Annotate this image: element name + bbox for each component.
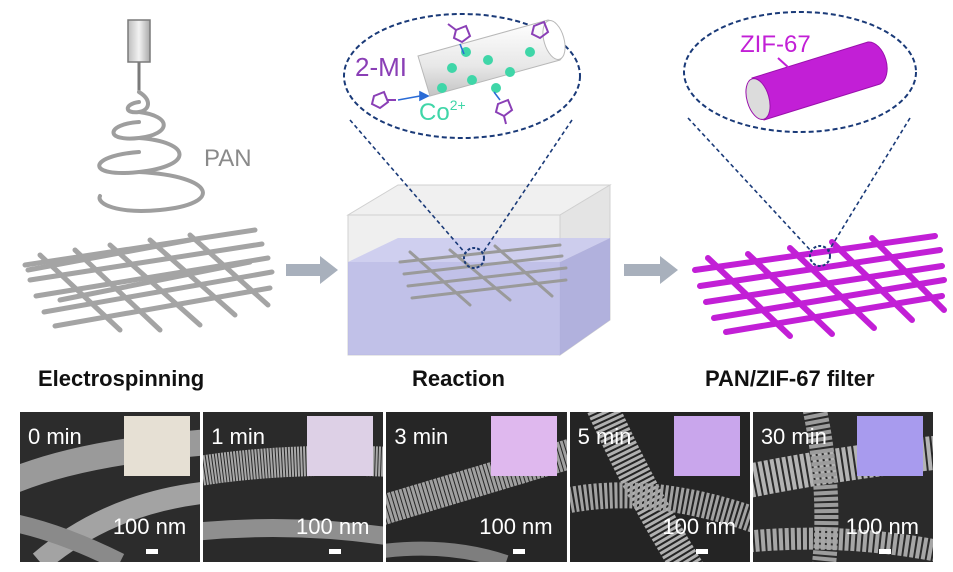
pan-fiber-mat bbox=[22, 227, 275, 333]
filter-zoom-target-circle bbox=[809, 245, 831, 267]
scale-bar bbox=[512, 549, 525, 554]
scale-bar bbox=[146, 549, 159, 554]
filter-scene: ZIF-67 bbox=[683, 11, 947, 339]
pan-label: PAN bbox=[204, 145, 252, 172]
zoom-target-circle bbox=[463, 247, 485, 269]
process-arrow-2 bbox=[624, 256, 678, 284]
zif-pointer-line bbox=[777, 57, 801, 79]
zif-coated-fiber-icon bbox=[745, 41, 888, 121]
reaction-scene: 2-MI Co2+ bbox=[343, 13, 612, 356]
co-ion-label: Co2+ bbox=[419, 97, 466, 126]
mi-label: 2-MI bbox=[355, 52, 407, 82]
color-swatch bbox=[673, 416, 740, 476]
zif-fiber-mat bbox=[692, 233, 947, 339]
sem-panel: 5 min 100 nm bbox=[569, 412, 750, 562]
scale-bar bbox=[329, 549, 342, 554]
stage-label-reaction: Reaction bbox=[412, 366, 505, 391]
reaction-liquid bbox=[348, 262, 560, 355]
scale-label: 100 nm bbox=[845, 514, 920, 539]
scale-label: 100 nm bbox=[296, 514, 370, 539]
fiber-jet-spiral bbox=[97, 90, 205, 213]
co-label-text: Co bbox=[419, 99, 450, 126]
scale-label: 100 nm bbox=[479, 514, 553, 539]
sem-panel: 0 min 100 nm bbox=[20, 412, 201, 562]
sem-panel: 30 min 100 nm bbox=[752, 412, 934, 562]
process-arrow-1 bbox=[286, 256, 338, 284]
stage-label-filter: PAN/ZIF-67 filter bbox=[705, 366, 875, 391]
scale-bar bbox=[879, 549, 892, 554]
electrospinning-scene: PAN bbox=[22, 19, 275, 333]
co-ion-dots bbox=[437, 47, 535, 93]
scale-bar bbox=[695, 549, 708, 554]
time-label: 30 min bbox=[760, 424, 827, 449]
color-swatch bbox=[857, 416, 924, 476]
submerged-fiber-mat bbox=[398, 243, 568, 307]
filter-zoom-line-left bbox=[687, 117, 813, 253]
reaction-container bbox=[346, 184, 612, 356]
color-swatch bbox=[124, 416, 191, 476]
spinneret-needle bbox=[127, 19, 151, 92]
time-label: 0 min bbox=[28, 424, 82, 449]
sem-image-strip: 0 min 100 nm 1 min 100 nm 3 min 100 nm bbox=[20, 412, 934, 562]
diffusion-arrows bbox=[397, 43, 501, 102]
time-label: 1 min bbox=[211, 424, 265, 449]
zoom-line-left bbox=[349, 119, 467, 255]
color-swatch bbox=[490, 416, 557, 476]
time-label: 3 min bbox=[394, 424, 449, 449]
scale-label: 100 nm bbox=[112, 514, 187, 539]
sem-panel: 3 min 100 nm bbox=[386, 412, 567, 562]
time-label: 5 min bbox=[577, 424, 632, 449]
stage-label-electrospinning: Electrospinning bbox=[38, 366, 205, 391]
sem-panel: 1 min 100 nm bbox=[203, 412, 384, 562]
mi-molecule-icons bbox=[370, 20, 550, 125]
color-swatch bbox=[307, 416, 374, 476]
filter-zoom-line-right bbox=[827, 117, 911, 253]
co-charge: 2+ bbox=[450, 97, 466, 113]
zif-label: ZIF-67 bbox=[740, 31, 811, 58]
zoom-line-right bbox=[481, 119, 573, 255]
scale-label: 100 nm bbox=[662, 514, 736, 539]
